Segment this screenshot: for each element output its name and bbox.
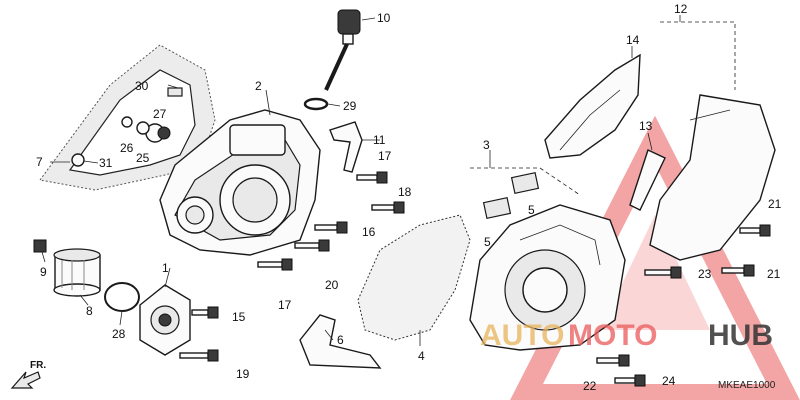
callout-23: 23 [698, 267, 712, 281]
callout-10: 10 [377, 11, 391, 25]
callout-22: 22 [583, 379, 597, 393]
callout-13: 13 [639, 119, 653, 133]
callout-24: 24 [662, 374, 676, 388]
oil-dipstick [303, 9, 361, 111]
callout-25: 25 [136, 151, 150, 165]
callout-27: 27 [153, 107, 167, 121]
water-pump [139, 284, 191, 356]
diagram-code: MKEAE1000 [718, 380, 776, 391]
callout-31: 31 [99, 156, 113, 170]
callout-21b: 21 [767, 267, 781, 281]
callout-20: 20 [325, 278, 339, 292]
watermark-text: AUTO MOTO HUB [480, 319, 773, 352]
gasket-part [39, 44, 216, 191]
svg-text:AUTO: AUTO [480, 319, 564, 352]
outer-covers [544, 53, 776, 261]
callout-14: 14 [626, 33, 640, 47]
callout-4: 4 [418, 349, 425, 363]
engine-cover [469, 204, 626, 351]
callout-19: 19 [236, 367, 250, 381]
callout-15: 15 [232, 310, 246, 324]
callout-28: 28 [112, 327, 126, 341]
callout-29: 29 [343, 99, 357, 113]
rubber-pads [482, 171, 540, 220]
bracket [329, 121, 363, 173]
callout-16: 16 [362, 225, 376, 239]
callout-labels: 1 2 3 4 5 5 6 7 8 9 10 11 12 13 14 15 16… [36, 2, 782, 393]
svg-text:MOTO: MOTO [568, 319, 657, 352]
callout-5a: 5 [528, 203, 535, 217]
callout-7: 7 [36, 155, 43, 169]
callout-18: 18 [398, 185, 412, 199]
insulator [357, 214, 471, 341]
leader-lines [41, 15, 681, 346]
callout-26: 26 [120, 141, 134, 155]
bolts [179, 171, 771, 387]
callout-30: 30 [135, 79, 149, 93]
guide-plate [299, 314, 382, 369]
left-crankcase-cover [159, 109, 321, 256]
callout-11: 11 [373, 133, 386, 147]
svg-text:HUB: HUB [708, 319, 773, 352]
callout-6: 6 [337, 333, 344, 347]
callout-12: 12 [674, 2, 688, 16]
callout-8: 8 [86, 304, 93, 318]
oil-filter [33, 239, 140, 312]
callout-5b: 5 [484, 235, 491, 249]
assembly-outline [470, 21, 736, 196]
callout-17b: 17 [278, 298, 292, 312]
callout-9: 9 [40, 265, 47, 279]
callout-17a: 17 [378, 149, 392, 163]
callout-3: 3 [483, 138, 490, 152]
callout-1: 1 [162, 261, 169, 275]
callout-2: 2 [255, 79, 262, 93]
front-direction-arrow: FR. [10, 360, 46, 389]
callout-21a: 21 [768, 197, 782, 211]
front-label: FR. [30, 360, 46, 371]
